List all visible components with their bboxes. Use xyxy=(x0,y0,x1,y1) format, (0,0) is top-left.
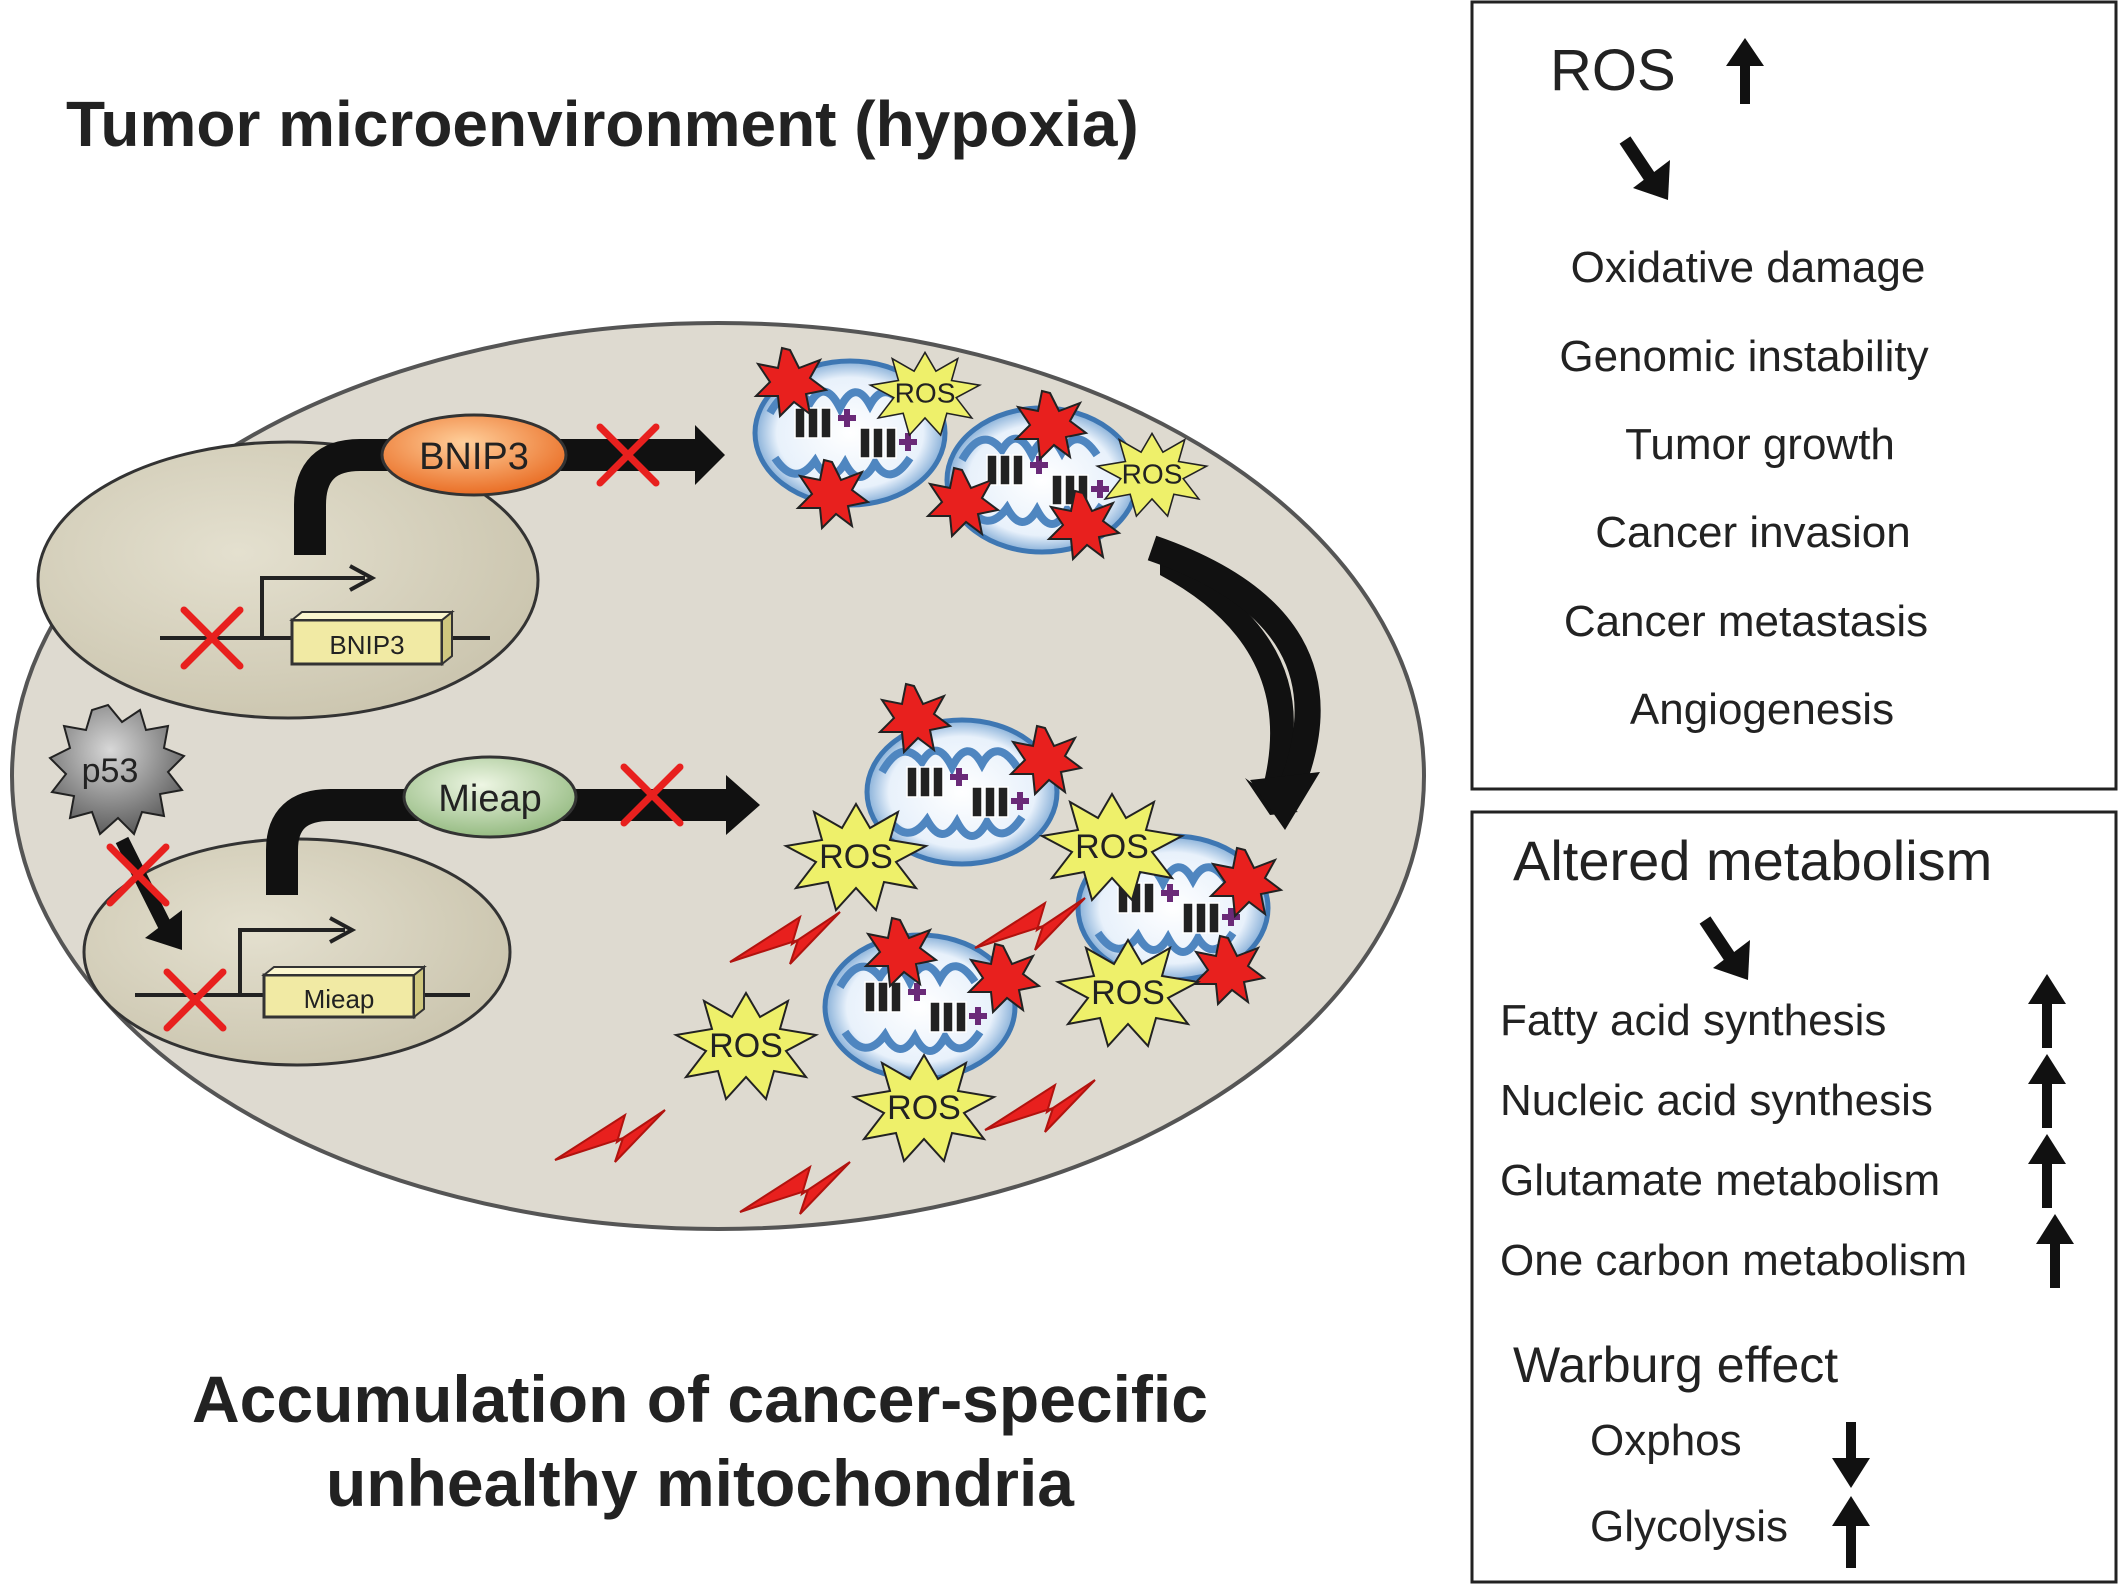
caption-line1: Accumulation of cancer-specific xyxy=(192,1362,1208,1436)
ros-star-icon: ROS xyxy=(1096,432,1208,517)
svg-text:ROS: ROS xyxy=(1122,458,1183,489)
svg-text:ROS: ROS xyxy=(709,1027,783,1065)
ros-star-icon: ROS xyxy=(853,1054,995,1162)
ros-effects-panel: ROS Oxidative damage Genomic instability… xyxy=(1470,0,2118,791)
ros-star-icon: ROS xyxy=(1041,793,1183,901)
metabolism-item: One carbon metabolism xyxy=(1500,1236,1967,1285)
ros-item: Genomic instability xyxy=(1559,332,1928,381)
arrow-up-icon xyxy=(2028,974,2066,1048)
promoter-arrow-upper xyxy=(260,564,377,638)
ros-item: Cancer metastasis xyxy=(1564,597,1928,646)
p53-node: p53 xyxy=(48,703,186,836)
mieap-gene-label: Mieap xyxy=(304,984,375,1014)
arrow-up-icon xyxy=(1832,1496,1870,1568)
mieap-protein xyxy=(402,755,578,839)
ros-item: Cancer invasion xyxy=(1595,508,1911,557)
svg-text:ROS: ROS xyxy=(895,377,956,408)
caption-line2: unhealthy mitochondria xyxy=(326,1446,1075,1520)
warburg-header: Warburg effect xyxy=(1513,1337,1838,1393)
metabolism-header: Altered metabolism xyxy=(1513,829,1992,892)
arrow-up-icon xyxy=(2036,1214,2074,1288)
arrow-down-icon xyxy=(1832,1422,1870,1488)
ros-star-icon: ROS xyxy=(785,803,927,911)
curved-arrow xyxy=(1147,535,1321,830)
arrow-down-right-icon xyxy=(1619,136,1670,200)
bnip3-gene-label: BNIP3 xyxy=(329,630,404,660)
mieap-pathway-arrow xyxy=(266,775,760,895)
ros-item: Tumor growth xyxy=(1625,420,1895,469)
bnip3-protein xyxy=(380,413,568,497)
svg-text:ROS: ROS xyxy=(887,1089,961,1127)
metabolism-item: Glutamate metabolism xyxy=(1500,1156,1940,1205)
ros-item: Angiogenesis xyxy=(1630,685,1894,734)
svg-text:ROS: ROS xyxy=(819,838,893,876)
ros-star-icon: ROS xyxy=(675,992,817,1100)
bnip3-pathway-arrow xyxy=(294,425,725,555)
ros-star-icon: ROS xyxy=(1057,939,1199,1047)
metabolism-panel: Altered metabolism Fatty acid synthesis … xyxy=(1470,810,2118,1584)
bnip3-protein-label: BNIP3 xyxy=(419,436,529,478)
mito-cluster-lower: ROS ROS ROS ROS ROS xyxy=(554,683,1282,1215)
main-title: Tumor microenvironment (hypoxia) xyxy=(66,88,1139,160)
ros-item: Oxidative damage xyxy=(1571,243,1926,292)
metabolism-item: Nucleic acid synthesis xyxy=(1500,1076,1933,1125)
promoter-arrow-lower xyxy=(238,916,357,995)
oxphos-label: Oxphos xyxy=(1590,1416,1742,1465)
ros-star-icon: ROS xyxy=(869,351,981,436)
metabolism-item: Fatty acid synthesis xyxy=(1500,996,1886,1045)
arrow-up-icon xyxy=(1726,38,1764,104)
p53-label: p53 xyxy=(82,752,139,790)
svg-text:ROS: ROS xyxy=(1091,974,1165,1012)
mieap-protein-label: Mieap xyxy=(438,778,542,820)
glycolysis-label: Glycolysis xyxy=(1590,1502,1788,1551)
arrow-down-right-icon xyxy=(1699,916,1750,980)
arrow-up-icon xyxy=(2028,1054,2066,1128)
arrow-up-icon xyxy=(2028,1134,2066,1208)
svg-text:ROS: ROS xyxy=(1075,828,1149,866)
ros-panel-header: ROS xyxy=(1550,38,1676,103)
mito-cluster-upper: ROS ROS xyxy=(755,347,1208,560)
